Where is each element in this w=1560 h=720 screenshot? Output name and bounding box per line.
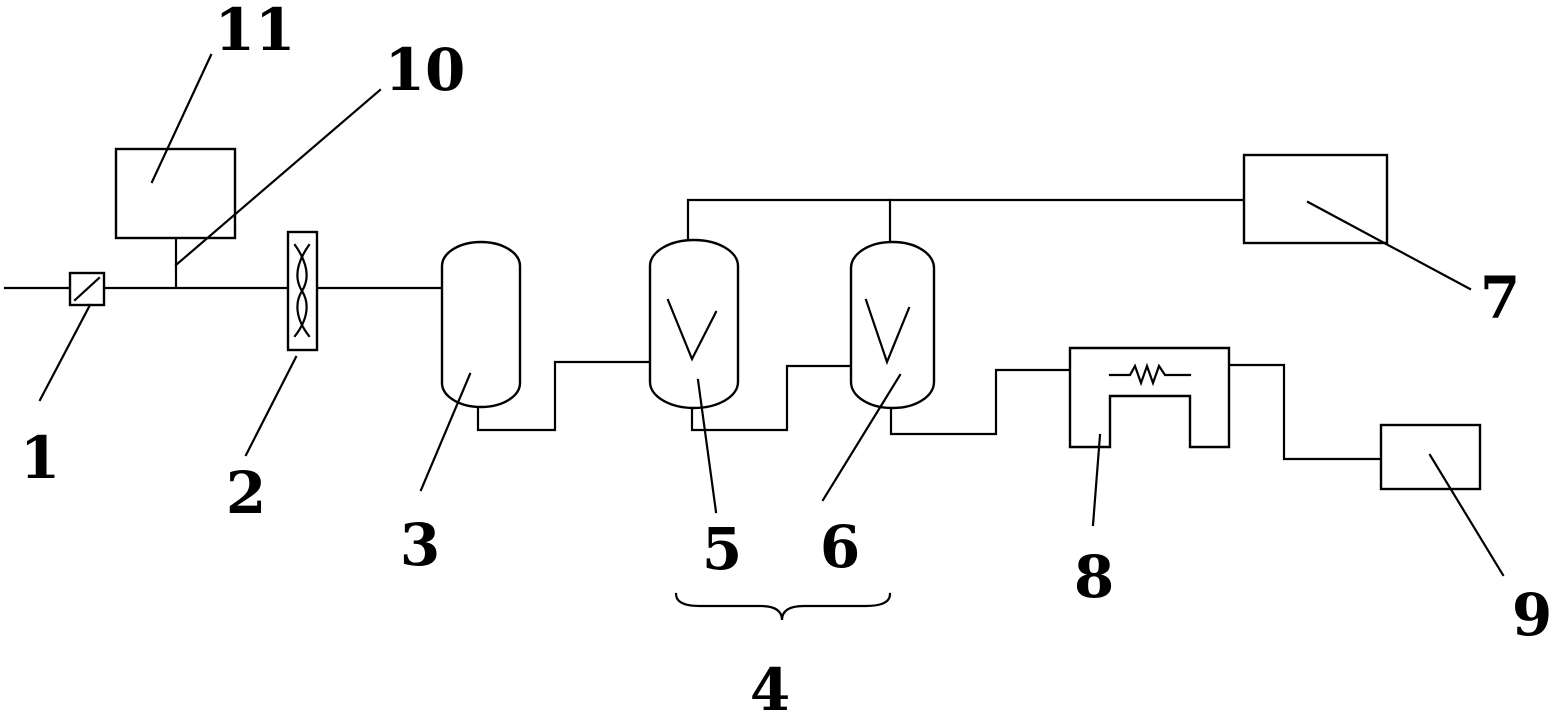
label-1: 1 [20, 424, 60, 492]
label-7: 7 [1480, 264, 1520, 332]
reactor-5-stirrer [666, 298, 718, 362]
mixer-helix-b [293, 243, 311, 338]
component-3-vessel [440, 240, 522, 409]
component-labels: 1 2 3 4 5 6 7 8 9 10 11 [20, 0, 1552, 720]
label-5: 5 [702, 515, 742, 583]
leader-9 [1428, 453, 1505, 577]
component-11-box [114, 147, 237, 240]
leader-1 [38, 303, 92, 402]
leader-2 [244, 355, 298, 457]
box-7 [1242, 153, 1389, 245]
heater-8-resistor [1108, 362, 1192, 387]
label-6: 6 [820, 513, 860, 581]
leader-8 [1091, 433, 1102, 527]
label-10: 10 [385, 36, 466, 104]
label-8: 8 [1074, 543, 1114, 611]
label-9: 9 [1512, 581, 1552, 649]
group-brace [674, 592, 892, 621]
reactor-6-stirrer [864, 298, 911, 366]
leader-lines [38, 53, 1505, 577]
vessel-3-body [440, 240, 522, 409]
pipe-6-to-8 [889, 368, 1072, 436]
component-2-mixer [286, 230, 319, 352]
label-11: 11 [215, 0, 296, 64]
box-11 [114, 147, 237, 240]
label-4: 4 [750, 656, 790, 720]
leader-7 [1306, 200, 1472, 291]
component-7-box [1242, 153, 1389, 245]
component-8-heater [1068, 346, 1231, 449]
leader-11 [150, 53, 213, 184]
pipe-5-to-6 [690, 364, 889, 432]
pipe-8-to-9 [1227, 363, 1383, 461]
component-5-reactor [648, 238, 740, 410]
valve-slash [73, 276, 101, 302]
pipe-3-to-5 [476, 360, 694, 432]
pipe-5-to-7 [686, 198, 1246, 240]
vessel-6-body [849, 240, 936, 410]
pipe-lines [3, 198, 1383, 461]
leader-3 [419, 372, 472, 492]
leader-6 [821, 373, 902, 502]
component-6-reactor [849, 240, 936, 410]
vessel-5-body [648, 238, 740, 410]
leader-5 [696, 378, 718, 514]
component-1-valve [68, 271, 106, 307]
leader-10 [174, 88, 382, 267]
label-3: 3 [400, 511, 440, 579]
heater-8-body [1068, 346, 1231, 449]
label-2: 2 [226, 459, 266, 527]
